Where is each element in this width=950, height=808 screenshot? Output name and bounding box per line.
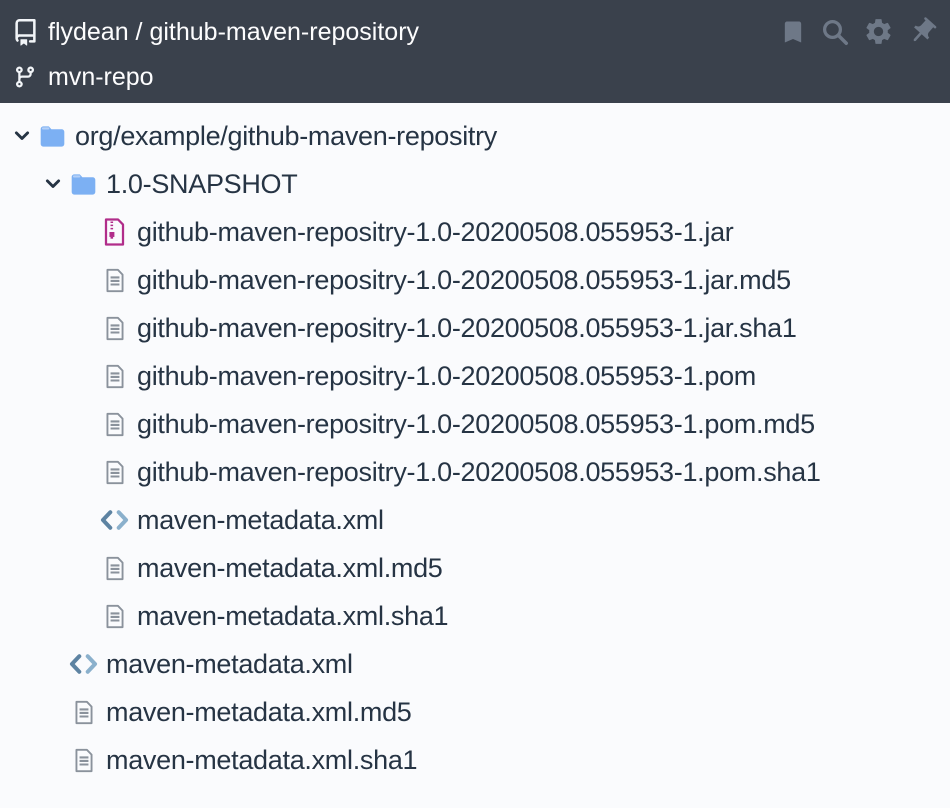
tree-row-file[interactable]: maven-metadata.xml.sha1: [0, 592, 950, 640]
panel-header: flydean / github-maven-repository mvn-re…: [0, 0, 950, 103]
tree-row-file[interactable]: maven-metadata.xml: [0, 496, 950, 544]
tree-row-label: github-maven-repositry-1.0-20200508.0559…: [137, 216, 734, 247]
folder-icon: [37, 124, 68, 149]
tree-row-folder[interactable]: 1.0-SNAPSHOT: [0, 160, 950, 208]
git-branch-icon: [12, 65, 38, 89]
tree-row-folder[interactable]: org/example/github-maven-repositry: [0, 112, 950, 160]
tree-row-label: maven-metadata.xml.md5: [137, 552, 443, 583]
repo-title-link[interactable]: flydean / github-maven-repository: [48, 17, 420, 46]
tree-row-label: maven-metadata.xml: [137, 504, 384, 535]
chevron-down-icon[interactable]: [6, 126, 37, 146]
tree-row-file[interactable]: github-maven-repositry-1.0-20200508.0559…: [0, 400, 950, 448]
document-icon: [68, 700, 99, 725]
document-icon: [99, 412, 130, 437]
folder-icon: [68, 172, 99, 197]
chevron-down-icon[interactable]: [37, 174, 68, 194]
tree-row-label: github-maven-repositry-1.0-20200508.0559…: [137, 408, 815, 439]
tree-row-file[interactable]: github-maven-repositry-1.0-20200508.0559…: [0, 304, 950, 352]
tree-row-file[interactable]: github-maven-repositry-1.0-20200508.0559…: [0, 352, 950, 400]
tree-row-label: maven-metadata.xml: [106, 648, 353, 679]
tree-row-label: github-maven-repositry-1.0-20200508.0559…: [137, 360, 756, 391]
document-icon: [68, 748, 99, 773]
tree-row-label: github-maven-repositry-1.0-20200508.0559…: [137, 456, 821, 487]
file-tree: org/example/github-maven-repositry 1.0-S…: [0, 103, 950, 808]
document-icon: [99, 316, 130, 341]
tree-row-file[interactable]: github-maven-repositry-1.0-20200508.0559…: [0, 208, 950, 256]
code-file-icon: [68, 654, 99, 674]
document-icon: [99, 364, 130, 389]
pin-icon[interactable]: [907, 16, 938, 47]
repo-icon: [10, 18, 40, 46]
tree-row-label: github-maven-repositry-1.0-20200508.0559…: [137, 264, 791, 295]
document-icon: [99, 268, 130, 293]
code-file-icon: [99, 510, 130, 530]
branch-selector[interactable]: mvn-repo: [48, 62, 154, 91]
tree-row-label: maven-metadata.xml.sha1: [106, 744, 418, 775]
document-icon: [99, 460, 130, 485]
gear-icon[interactable]: [863, 16, 894, 47]
tree-row-file[interactable]: maven-metadata.xml: [0, 640, 950, 688]
tree-row-label: github-maven-repositry-1.0-20200508.0559…: [137, 312, 797, 343]
document-icon: [99, 604, 130, 629]
bookmark-icon[interactable]: [779, 18, 807, 46]
search-icon[interactable]: [820, 17, 850, 47]
tree-row-file[interactable]: github-maven-repositry-1.0-20200508.0559…: [0, 448, 950, 496]
tree-row-label: org/example/github-maven-repositry: [75, 120, 497, 151]
document-icon: [99, 556, 130, 581]
tree-row-file[interactable]: maven-metadata.xml.md5: [0, 688, 950, 736]
tree-row-file[interactable]: maven-metadata.xml.sha1: [0, 736, 950, 784]
tree-row-label: maven-metadata.xml.sha1: [137, 600, 449, 631]
tree-row-file[interactable]: github-maven-repositry-1.0-20200508.0559…: [0, 256, 950, 304]
tree-row-label: maven-metadata.xml.md5: [106, 696, 412, 727]
tree-row-file[interactable]: maven-metadata.xml.md5: [0, 544, 950, 592]
header-actions: [779, 16, 938, 47]
tree-row-label: 1.0-SNAPSHOT: [106, 168, 298, 199]
jar-file-icon: [99, 218, 130, 246]
